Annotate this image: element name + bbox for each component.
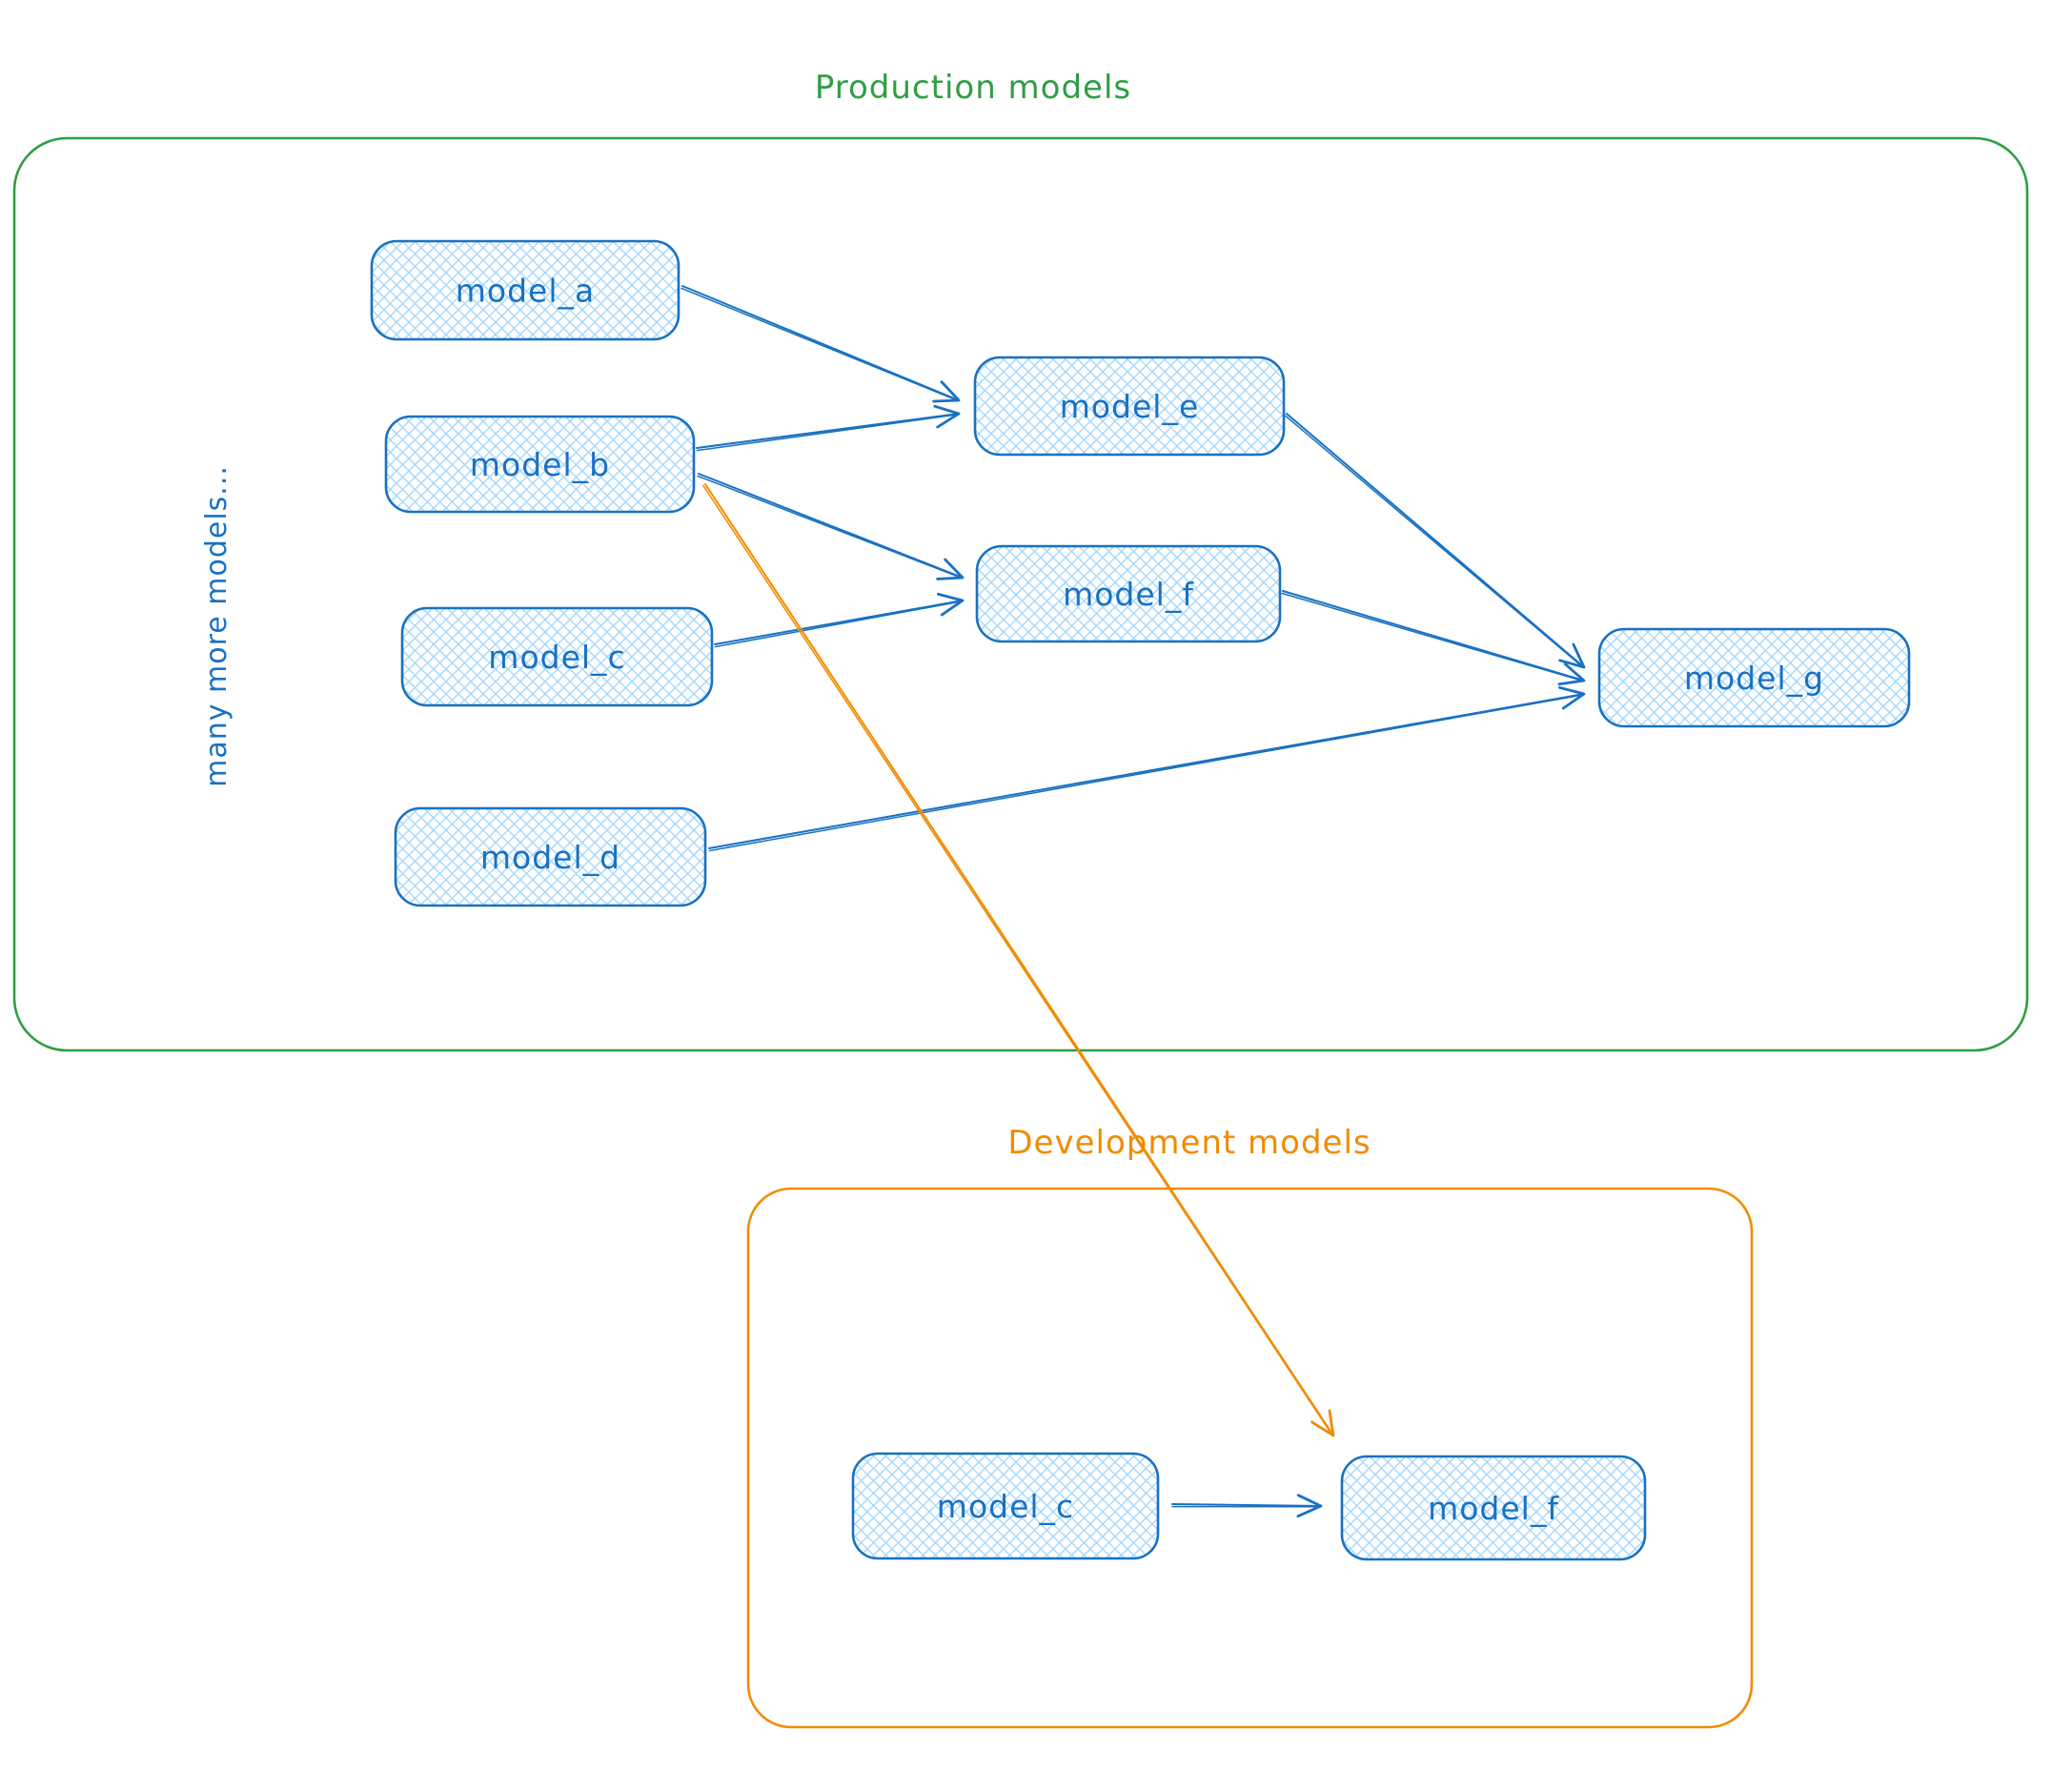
edge-stroke-main [1282, 590, 1586, 686]
node-box-model_c [400, 606, 714, 707]
node-box-dev_model_c [851, 1452, 1160, 1560]
node-box-model_d [394, 806, 707, 907]
edge-stroke-secondary [696, 414, 954, 452]
node-model_a: model_a [370, 239, 681, 341]
edges-layer [681, 285, 1586, 1518]
node-label-model_a: model_a [456, 273, 595, 310]
node-label-dev_model_f: model_f [1428, 1490, 1559, 1527]
node-model_f: model_f [975, 544, 1282, 643]
node-label-model_b: model_b [470, 446, 610, 483]
edge-model_f-to-model_g [1281, 590, 1586, 686]
node-label-dev_model_c: model_c [937, 1488, 1074, 1525]
edge-stroke-main [704, 483, 1335, 1437]
edge-model_e-to-model_g [1284, 413, 1586, 669]
edge-stroke-secondary [681, 287, 954, 400]
edge-model_b-to-dev_model_f [702, 483, 1335, 1437]
edge-model_a-to-model_e [681, 285, 961, 403]
node-box-model_a [370, 239, 681, 341]
production-container [12, 136, 2029, 1052]
node-box-dev_model_f [1340, 1455, 1647, 1561]
edge-stroke-secondary [714, 601, 958, 648]
edge-dev_model_c-to-dev_model_f [1171, 1494, 1323, 1518]
node-label-model_e: model_e [1060, 388, 1200, 425]
node-model_b: model_b [384, 415, 696, 514]
node-box-model_g [1597, 627, 1911, 728]
edge-stroke-main [681, 285, 961, 403]
edge-stroke-main [698, 473, 965, 580]
node-dev_model_f: model_f [1340, 1455, 1647, 1561]
node-label-model_d: model_d [480, 839, 620, 876]
node-label-model_f: model_f [1063, 576, 1194, 613]
edge-stroke-secondary [1281, 592, 1579, 681]
node-model_c: model_c [400, 606, 714, 707]
edge-model_c-to-model_f [714, 592, 965, 648]
cross-edge-layer [702, 483, 1335, 1437]
node-box-model_f [975, 544, 1282, 643]
node-box-model_e [973, 356, 1286, 457]
edge-model_d-to-model_g [708, 685, 1586, 852]
node-model_e: model_e [973, 356, 1286, 457]
development-container [746, 1187, 1754, 1729]
edge-stroke-main [714, 592, 965, 645]
many-more-models-label: many more models... [200, 465, 234, 787]
edge-model_b-to-model_f [697, 473, 965, 580]
node-box-model_b [384, 415, 696, 514]
edge-stroke-main [1286, 413, 1586, 669]
production-title: Production models [815, 69, 1131, 107]
node-dev_model_c: model_c [851, 1452, 1160, 1560]
node-model_d: model_d [394, 806, 707, 907]
edge-stroke-secondary [708, 695, 1579, 852]
edge-stroke-secondary [702, 484, 1331, 1433]
edge-stroke-main [696, 404, 961, 449]
node-label-model_g: model_g [1684, 660, 1824, 697]
edge-stroke-secondary [1284, 415, 1580, 665]
edge-stroke-main [1171, 1494, 1323, 1518]
nodes-layer: model_a model_b model_c model_d model_emodel… [370, 239, 1911, 1561]
edge-stroke-main [708, 685, 1586, 849]
development-title: Development models [1007, 1124, 1371, 1162]
edge-stroke-secondary [697, 475, 958, 578]
node-label-model_c: model_c [488, 639, 625, 676]
node-model_g: model_g [1597, 627, 1911, 728]
edge-model_b-to-model_e [696, 404, 961, 452]
